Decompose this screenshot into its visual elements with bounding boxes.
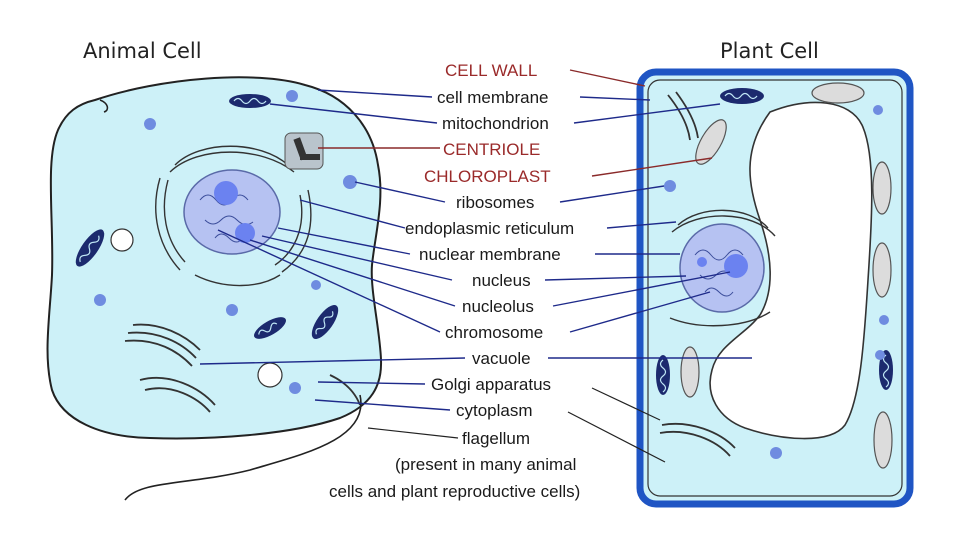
- label-flagellum-note-2: cells and plant reproductive cells): [329, 482, 580, 501]
- label-cell-wall: CELL WALL: [445, 61, 537, 80]
- animal-nucleolus: [214, 181, 238, 205]
- animal-mitochondrion-3: [254, 317, 286, 339]
- plant-nucleolus: [724, 254, 748, 278]
- plant-central-vacuole: [709, 101, 873, 440]
- label-golgi-apparatus: Golgi apparatus: [431, 375, 551, 394]
- plant-golgi: [659, 91, 736, 457]
- title-plant-cell: Plant Cell: [720, 39, 819, 63]
- animal-centriole: [284, 132, 324, 170]
- label-cytoplasm: cytoplasm: [456, 401, 533, 420]
- animal-nucleolus-2: [235, 223, 255, 243]
- animal-cell-membrane: [46, 76, 383, 440]
- label-chromosome: chromosome: [445, 323, 543, 342]
- label-cell-membrane: cell membrane: [437, 88, 549, 107]
- label-ribosomes: ribosomes: [456, 193, 534, 212]
- label-nucleus: nucleus: [472, 271, 531, 290]
- plant-nucleus: [679, 223, 765, 313]
- animal-mitochondrion-2: [75, 229, 105, 267]
- labels: CELL WALL cell membrane mitochondrion CE…: [329, 61, 580, 501]
- leader-lines: [199, 69, 752, 463]
- animal-ribosomes: [94, 90, 357, 394]
- animal-mitochondrion-4: [311, 304, 339, 340]
- label-flagellum: flagellum: [462, 429, 530, 448]
- animal-nucleus: [183, 169, 281, 255]
- label-mitochondrion: mitochondrion: [442, 114, 549, 133]
- label-centriole: CENTRIOLE: [443, 140, 540, 159]
- label-endoplasmic-reticulum: endoplasmic reticulum: [405, 219, 574, 238]
- label-vacuole: vacuole: [472, 349, 531, 368]
- animal-er: [155, 145, 312, 287]
- title-animal-cell: Animal Cell: [83, 39, 202, 63]
- plant-mitochondrion-2: [656, 355, 670, 395]
- animal-flagellum: [124, 394, 362, 501]
- label-nuclear-membrane: nuclear membrane: [419, 245, 561, 264]
- animal-cell: [46, 76, 383, 501]
- label-chloroplast: CHLOROPLAST: [424, 167, 551, 186]
- animal-vacuole: [110, 228, 134, 252]
- plant-mitochondrion-1: [720, 88, 764, 104]
- plant-er: [669, 209, 776, 327]
- plant-mitochondrion-3: [879, 350, 893, 390]
- plant-ribosomes: [664, 105, 889, 459]
- animal-vacuole-2: [257, 362, 283, 388]
- plant-chloroplasts: [680, 82, 893, 469]
- plant-cell: [636, 68, 914, 508]
- label-nucleolus: nucleolus: [462, 297, 534, 316]
- label-flagellum-note-1: (present in many animal: [395, 455, 576, 474]
- animal-golgi: [124, 323, 361, 413]
- animal-mitochondrion-1: [229, 94, 271, 108]
